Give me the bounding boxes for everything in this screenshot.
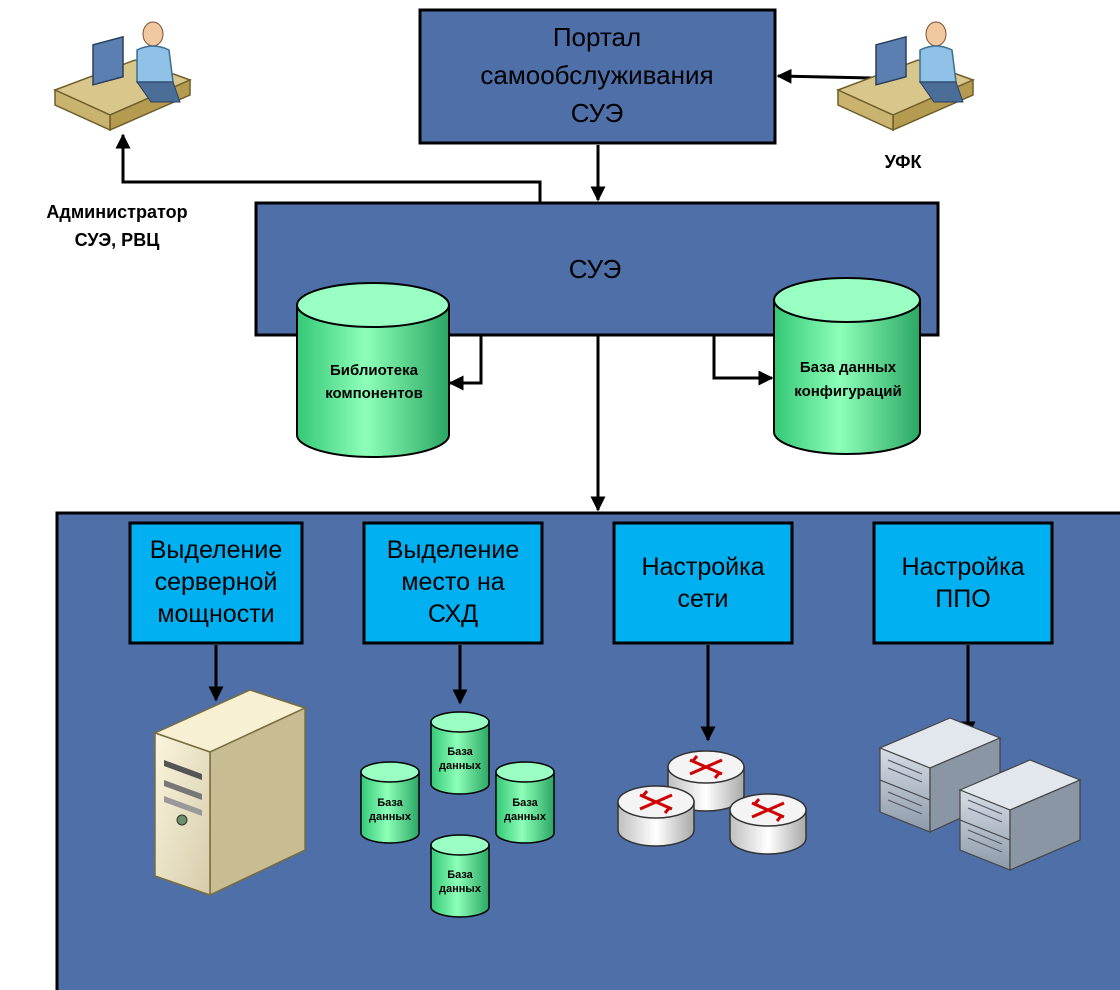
suz-to-admin-arrow xyxy=(115,133,542,203)
storage-db-4: База данных xyxy=(430,834,490,918)
storage-db-4-line-2: данных xyxy=(439,883,482,895)
ufk-label: УФК xyxy=(885,152,923,172)
task-box-software: Настройка ППО xyxy=(872,521,1054,645)
rack-server-icon xyxy=(878,717,1082,871)
config-db-cylinder: База данных конфигураций xyxy=(773,277,921,455)
task-network-line-1: Настройка xyxy=(641,553,764,581)
storage-db-2: База данных xyxy=(360,761,420,844)
storage-db-1-line-1: База xyxy=(447,746,473,758)
suz-to-config-db-arrow xyxy=(712,335,774,386)
task-storage-line-3: СХД xyxy=(428,600,478,628)
task-software-line-2: ППО xyxy=(935,585,990,613)
admin-user-icon xyxy=(53,21,193,132)
admin-label-line-2: СУЭ, РВЦ xyxy=(75,230,161,250)
task-box-server: Выделение серверной мощности xyxy=(128,521,304,645)
admin-label-line-1: Администратор xyxy=(46,202,187,222)
ufk-to-portal-arrow xyxy=(776,68,873,84)
storage-db-2-line-2: данных xyxy=(369,811,412,823)
task-box-storage: Выделение место на СХД xyxy=(362,521,544,645)
library-line-1: Библиотека xyxy=(330,362,419,379)
task-network-line-2: сети xyxy=(678,585,729,613)
router-icon-left xyxy=(617,785,695,847)
storage-db-3-line-2: данных xyxy=(504,811,547,823)
server-tower-icon xyxy=(152,689,308,897)
storage-db-1-line-2: данных xyxy=(439,760,482,772)
suz-label: СУЭ xyxy=(569,254,622,284)
portal-line-2: самообслуживания xyxy=(480,60,713,90)
task-box-network: Настройка сети xyxy=(612,521,794,645)
task-server-line-2: серверной xyxy=(155,568,278,596)
storage-db-2-line-1: База xyxy=(377,797,403,809)
task-software-line-1: Настройка xyxy=(901,553,1024,581)
config-db-line-1: База данных xyxy=(800,359,897,376)
storage-db-3-line-1: База xyxy=(512,797,538,809)
suz-to-library-arrow xyxy=(448,335,483,391)
storage-db-4-line-1: База xyxy=(447,869,473,881)
ufk-user-icon xyxy=(836,21,976,132)
task-storage-line-2: место на xyxy=(401,568,504,596)
portal-line-1: Портал xyxy=(553,22,641,52)
storage-db-1: База данных xyxy=(430,711,490,795)
portal-line-3: СУЭ xyxy=(571,98,624,128)
storage-db-3: База данных xyxy=(495,761,555,844)
task-server-line-1: Выделение xyxy=(150,536,282,564)
task-storage-line-1: Выделение xyxy=(387,536,519,564)
router-icon-right xyxy=(729,793,807,855)
library-cylinder: Библиотека компонентов xyxy=(296,282,450,458)
portal-box: Портал самообслуживания СУЭ xyxy=(418,8,777,145)
library-line-2: компонентов xyxy=(325,385,423,402)
task-server-line-3: мощности xyxy=(157,600,274,628)
config-db-line-2: конфигураций xyxy=(794,383,901,400)
